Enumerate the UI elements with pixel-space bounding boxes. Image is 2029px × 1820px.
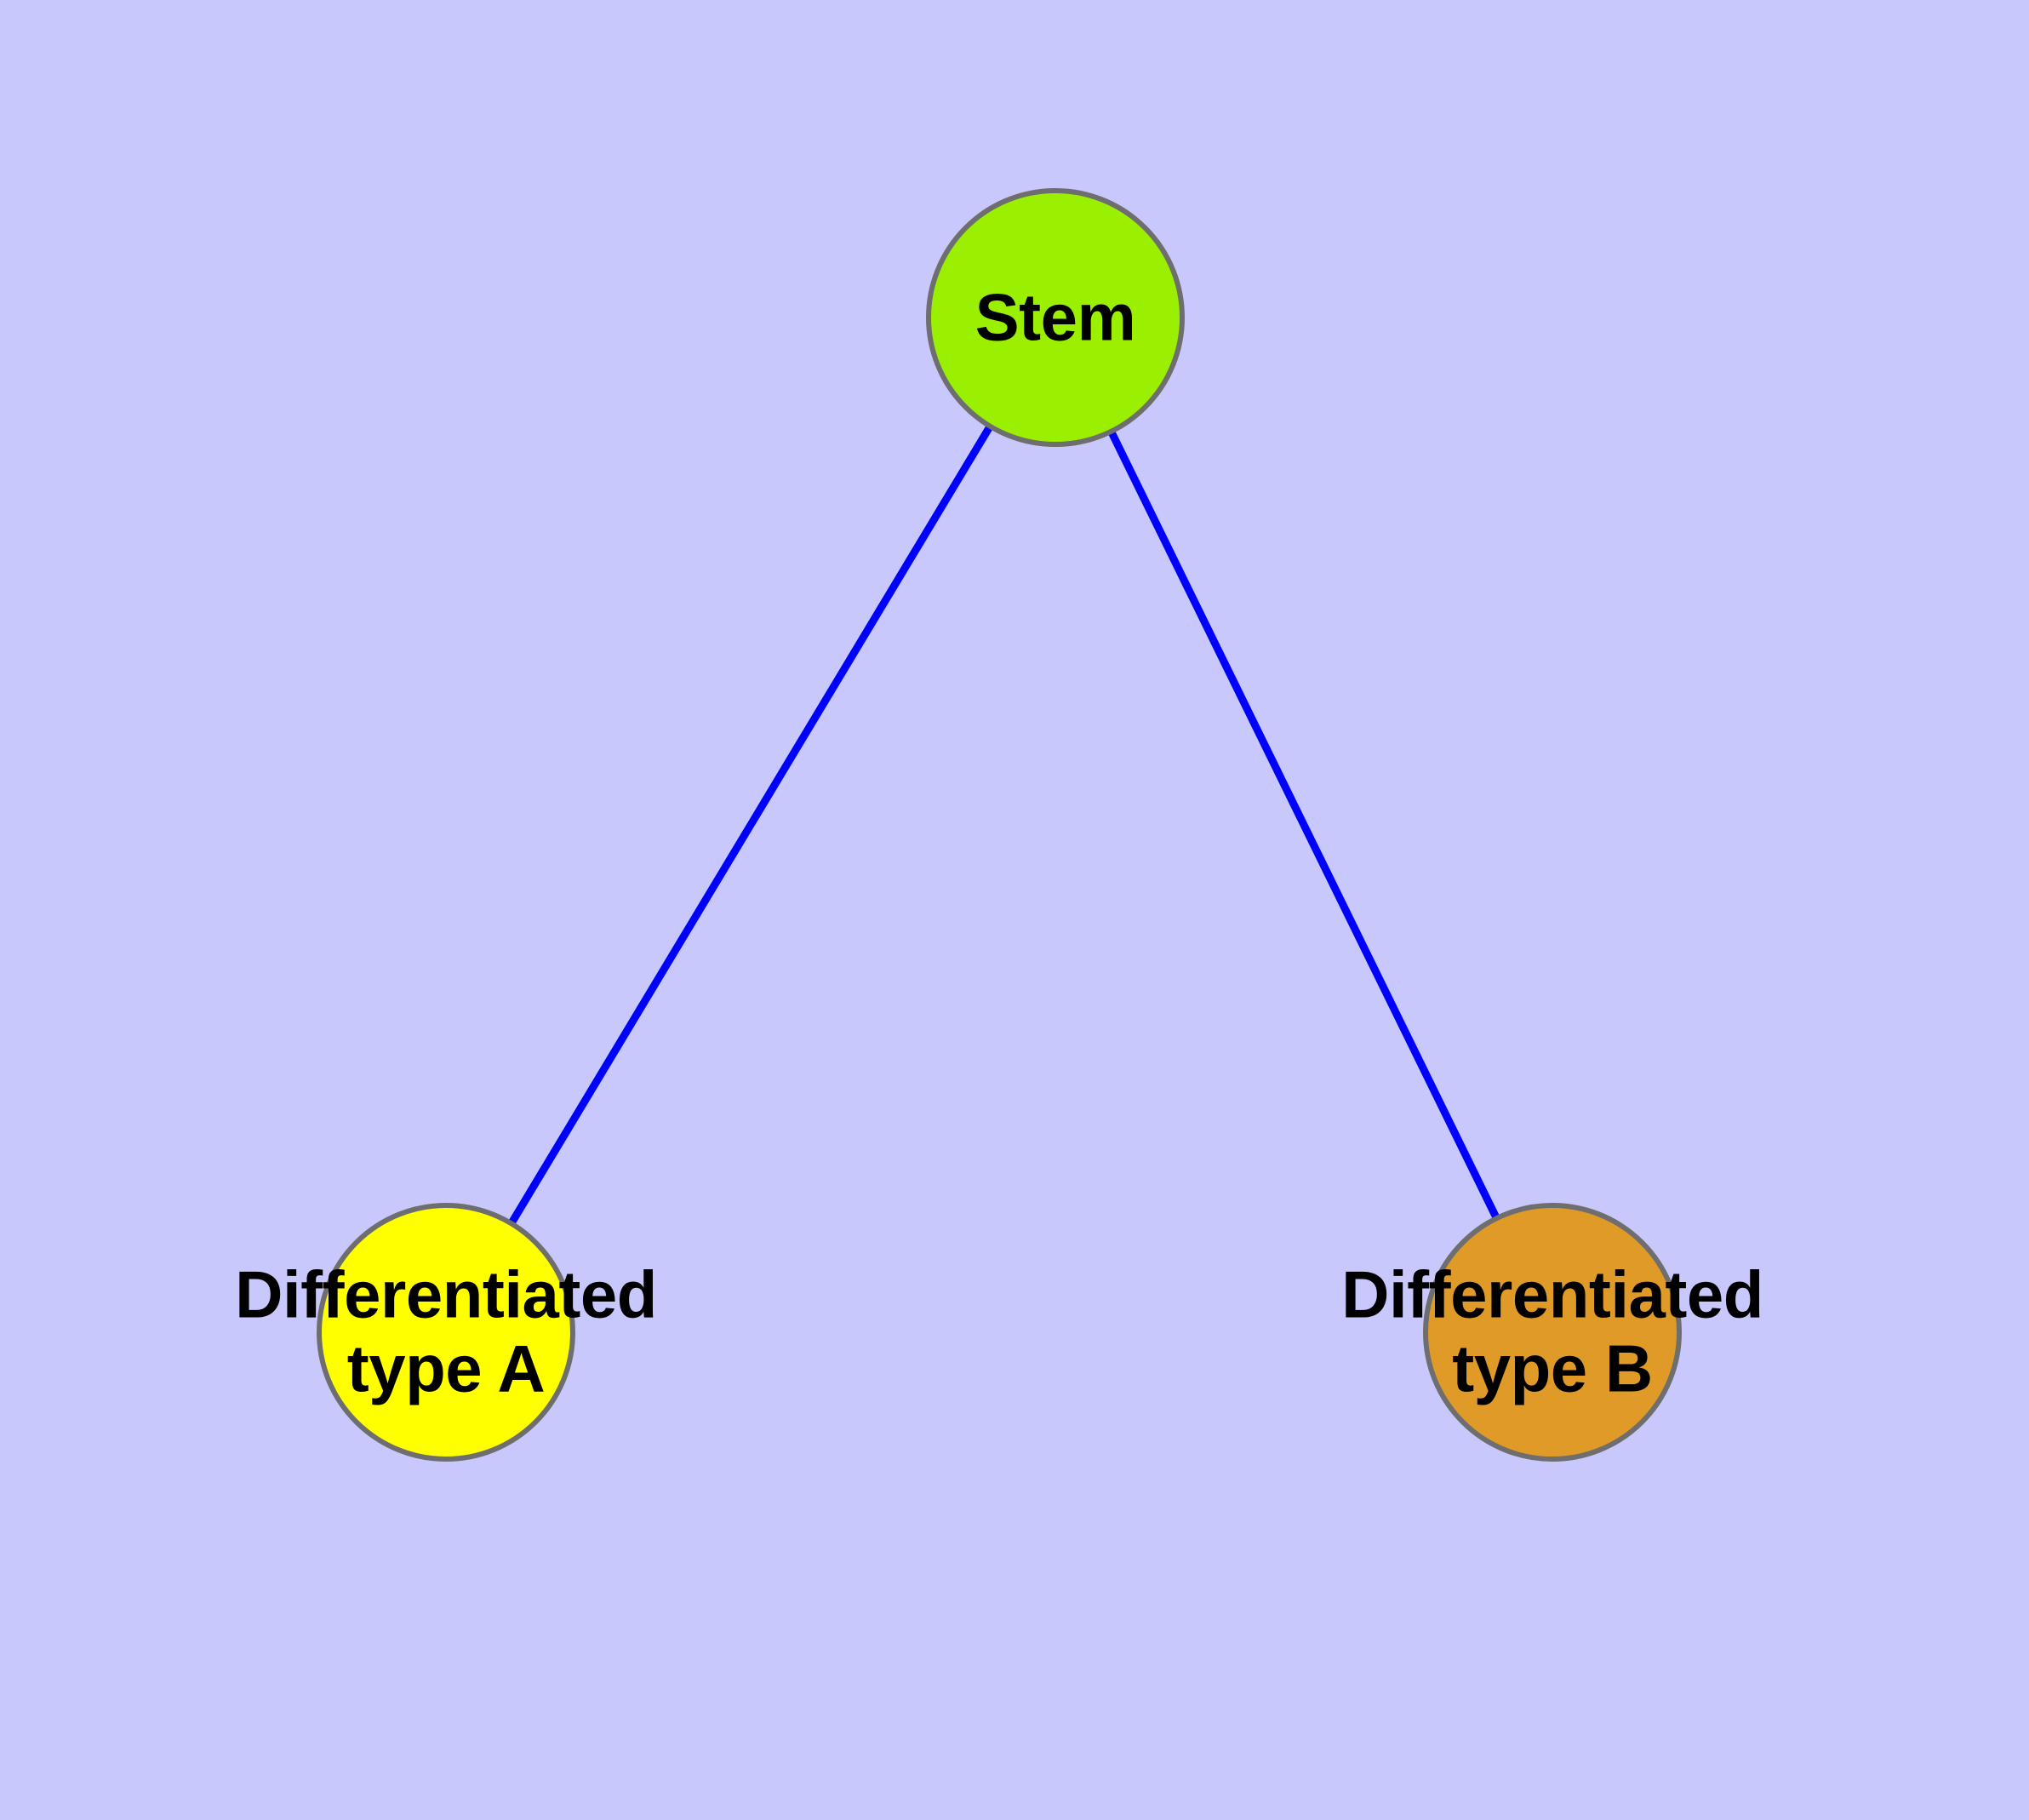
node-differentiated-type-a[interactable]: Differentiated type A xyxy=(235,1203,657,1462)
node-stem[interactable]: Stem xyxy=(926,188,1185,447)
node-differentiated-type-a-label: Differentiated type A xyxy=(235,1256,657,1406)
edge-stem-to-differentiated-type-a xyxy=(443,315,1059,1335)
node-differentiated-type-b[interactable]: Differentiated type B xyxy=(1341,1203,1763,1462)
node-stem-label: Stem xyxy=(974,279,1136,355)
node-differentiated-type-b-label: Differentiated type B xyxy=(1341,1256,1763,1406)
edge-stem-to-differentiated-type-b xyxy=(1051,316,1557,1334)
